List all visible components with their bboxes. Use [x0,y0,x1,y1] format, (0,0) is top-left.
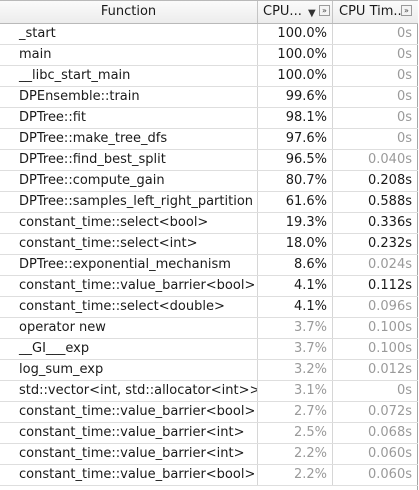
cpu-percent-cell: 99.6% [258,87,333,107]
cpu-percent-cell: 97.6% [258,129,333,149]
function-name-cell: std::vector<int, std::allocator<int>>::v… [0,381,258,401]
function-name-cell: DPTree::fit [0,108,258,128]
column-header-cpu-time[interactable]: CPU Tim... » [333,1,418,23]
cpu-time-cell: 0.588s [368,194,412,209]
function-name-cell: __GI___exp [0,339,258,359]
function-name-cell: _start [0,24,258,44]
function-name-cell: __libc_start_main [0,66,258,86]
cpu-time-cell: 0.040s [368,152,412,167]
function-name-cell: constant_time::value_barrier<int> [0,444,258,464]
cpu-time-cell: 0.100s [368,341,412,356]
cpu-time-cell: 0.112s [368,278,412,293]
function-name-cell: constant_time::value_barrier<int> [0,423,258,443]
table-row[interactable]: constant_time::value_barrier<int>2.2% 0.0… [0,444,418,465]
cpu-time-cell: 0s [396,89,412,104]
expand-column-icon[interactable]: » [401,5,412,16]
cpu-time-cell: 0s [396,26,412,41]
cpu-time-cell: 0.232s [368,236,412,251]
cpu-time-cell: 0.072s [368,404,412,419]
cpu-time-cell: 0.060s [368,446,412,461]
cpu-time-cell: 0.060s [368,467,412,482]
function-name-cell: constant_time::select<int> [0,234,258,254]
cpu-percent-cell: 4.1% [258,297,333,317]
column-header-function-label: Function [100,4,157,19]
table-row[interactable]: constant_time::select<double>4.1% 0.096s [0,297,418,318]
function-name-cell: log_sum_exp [0,360,258,380]
column-header-cpu-label: CPU... [263,4,302,19]
cpu-time-cell: 0.208s [368,173,412,188]
cpu-percent-cell: 4.1% [258,276,333,296]
cpu-percent-cell: 3.7% [258,339,333,359]
table-row[interactable]: constant_time::value_barrier<bool>4.1% 0.… [0,276,418,297]
function-name-cell: DPEnsemble::train [0,87,258,107]
cpu-time-cell: 0.012s [368,362,412,377]
cpu-percent-cell: 8.6% [258,255,333,275]
function-name-cell: constant_time::select<bool> [0,213,258,233]
cpu-percent-cell: 96.5% [258,150,333,170]
cpu-percent-cell: 3.2% [258,360,333,380]
cpu-time-cell: 0s [396,47,412,62]
column-header-function[interactable]: Function [0,1,258,23]
function-name-cell: DPTree::make_tree_dfs [0,129,258,149]
cpu-time-cell: 0s [396,68,412,83]
column-header-cpu[interactable]: CPU... ▼ » [258,1,333,23]
cpu-time-cell: 0.068s [368,425,412,440]
cpu-time-cell: 0.336s [368,215,412,230]
cpu-percent-cell: 100.0% [258,66,333,86]
function-name-cell: constant_time::select<double> [0,297,258,317]
cpu-percent-cell: 18.0% [258,234,333,254]
function-name-cell: DPTree::samples_left_right_partition [0,192,258,212]
cpu-percent-cell: 98.1% [258,108,333,128]
cpu-percent-cell: 100.0% [258,45,333,65]
table-row[interactable]: constant_time::value_barrier<int>2.5% 0.0… [0,423,418,444]
cpu-percent-cell: 2.5% [258,423,333,443]
cpu-time-cell: 0s [396,383,412,398]
function-name-cell: constant_time::value_barrier<bool> [0,402,258,422]
table-row[interactable]: constant_time::select<int>18.0% 0.232s [0,234,418,255]
table-row[interactable]: std::vector<int, std::allocator<int>>::v… [0,381,418,402]
table-row[interactable]: constant_time::value_barrier<bool>2.7% 0.… [0,402,418,423]
cpu-percent-cell: 2.7% [258,402,333,422]
function-name-cell: main [0,45,258,65]
table-row[interactable]: constant_time::value_barrier<bool>2.2% 0.… [0,465,418,486]
function-name-cell: DPTree::exponential_mechanism [0,255,258,275]
cpu-time-cell: 0.100s [368,320,412,335]
column-header-cpu-time-label: CPU Tim... [339,4,406,19]
cpu-percent-cell: 100.0% [258,24,333,44]
expand-column-icon[interactable]: » [319,5,330,16]
cpu-percent-cell: 3.1% [258,381,333,401]
function-name-cell: DPTree::find_best_split [0,150,258,170]
cpu-percent-cell: 2.2% [258,465,333,485]
function-name-cell: operator new [0,318,258,338]
cpu-percent-cell: 2.2% [258,444,333,464]
table-row[interactable]: constant_time::select<bool>19.3% 0.336s [0,213,418,234]
cpu-percent-cell: 80.7% [258,171,333,191]
cpu-percent-cell: 19.3% [258,213,333,233]
cpu-time-cell: 0.024s [368,257,412,272]
table-header: Function CPU... ▼ » CPU Tim... » [0,0,418,24]
cpu-time-cell: 0.096s [368,299,412,314]
function-name-cell: constant_time::value_barrier<bool> [0,465,258,485]
function-name-cell: DPTree::compute_gain [0,171,258,191]
function-name-cell: constant_time::value_barrier<bool> [0,276,258,296]
cpu-percent-cell: 61.6% [258,192,333,212]
sort-descending-icon[interactable]: ▼ [308,8,316,19]
cpu-percent-cell: 3.7% [258,318,333,338]
cpu-time-cell: 0s [396,110,412,125]
cpu-time-cell: 0s [396,131,412,146]
